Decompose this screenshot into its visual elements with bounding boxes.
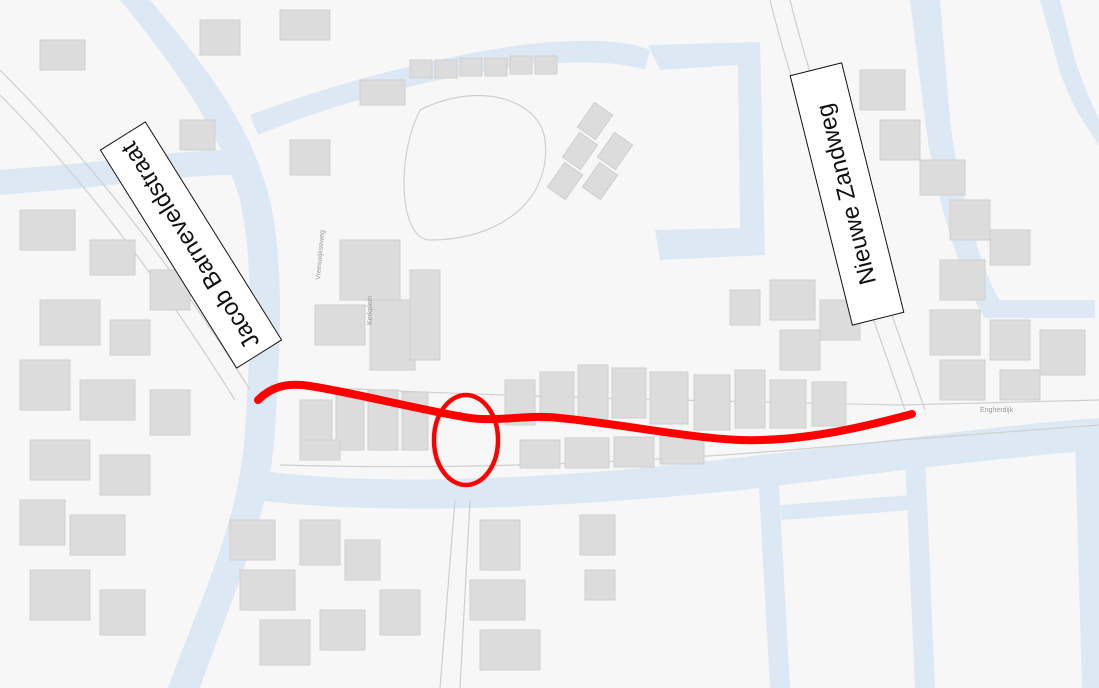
- building: [769, 279, 816, 321]
- building: [79, 379, 136, 421]
- building: [989, 229, 1031, 266]
- building: [401, 391, 429, 451]
- building: [19, 499, 66, 546]
- building: [613, 436, 655, 468]
- building: [239, 569, 296, 611]
- road-south: [439, 499, 456, 688]
- building: [39, 299, 101, 346]
- building: [319, 609, 366, 651]
- building: [469, 579, 526, 621]
- building: [769, 379, 807, 429]
- highlight-circle-marker[interactable]: [431, 392, 501, 488]
- building: [459, 57, 483, 77]
- building: [344, 539, 381, 581]
- building: [409, 59, 433, 79]
- building: [939, 259, 986, 301]
- building: [229, 519, 276, 561]
- building: [929, 309, 981, 356]
- building: [693, 374, 731, 431]
- building: [409, 269, 441, 361]
- road-ring: [403, 95, 547, 241]
- canal-pond-edge: [648, 42, 765, 260]
- canal-lower-right-cross: [780, 495, 912, 520]
- building: [29, 569, 91, 621]
- building: [479, 519, 521, 571]
- building: [509, 55, 533, 75]
- building: [314, 304, 366, 346]
- building: [109, 319, 151, 356]
- building: [596, 131, 634, 171]
- building: [39, 39, 86, 71]
- building: [19, 359, 71, 411]
- street-label-kerkplein: Kerkplein: [367, 296, 374, 325]
- building: [546, 161, 584, 201]
- building: [99, 454, 151, 496]
- building-layer: [19, 9, 1086, 671]
- building: [29, 439, 91, 481]
- canal-right-vertical-2: [1040, 0, 1099, 145]
- building: [89, 239, 136, 276]
- building: [649, 371, 689, 425]
- highlighted-route-line[interactable]: [254, 380, 916, 445]
- building: [434, 59, 458, 79]
- building: [1039, 329, 1086, 376]
- building: [99, 589, 146, 636]
- building: [299, 439, 341, 461]
- building: [379, 589, 421, 636]
- building: [179, 119, 216, 151]
- building: [919, 159, 966, 196]
- road-south-2: [459, 499, 471, 688]
- canal-lower-right-3: [1075, 438, 1099, 688]
- road-jacob-2: [0, 94, 236, 401]
- building: [779, 329, 821, 371]
- building: [729, 289, 761, 326]
- building: [584, 569, 616, 601]
- street-label-engherdijk: Engherdijk: [980, 407, 1014, 414]
- building: [811, 381, 847, 427]
- building: [577, 364, 609, 421]
- building: [339, 239, 401, 301]
- building: [564, 437, 610, 469]
- building: [939, 359, 986, 401]
- street-label-vreeswijk: Vreeswijkseweg: [315, 230, 326, 280]
- building: [369, 299, 416, 371]
- building: [659, 435, 705, 465]
- building: [199, 19, 241, 56]
- building: [579, 514, 616, 556]
- building: [69, 514, 126, 556]
- building: [999, 369, 1041, 401]
- building: [859, 69, 906, 111]
- building: [519, 439, 561, 469]
- building: [611, 367, 647, 419]
- building: [19, 209, 76, 251]
- building: [734, 369, 766, 429]
- building: [259, 619, 311, 666]
- canal-lower-right-2: [905, 452, 935, 688]
- building: [279, 9, 331, 41]
- building: [289, 139, 331, 176]
- building: [335, 394, 365, 451]
- canal-left-curve: [120, 0, 280, 688]
- canal-lower-right-1: [758, 468, 790, 688]
- building: [484, 57, 508, 77]
- building: [534, 55, 558, 75]
- building: [561, 131, 599, 171]
- building: [149, 389, 191, 436]
- building: [479, 629, 541, 671]
- building: [299, 519, 341, 566]
- building: [989, 319, 1031, 361]
- building: [576, 101, 614, 141]
- building: [581, 161, 619, 201]
- building: [359, 79, 406, 106]
- building: [879, 119, 921, 161]
- building: [949, 199, 991, 241]
